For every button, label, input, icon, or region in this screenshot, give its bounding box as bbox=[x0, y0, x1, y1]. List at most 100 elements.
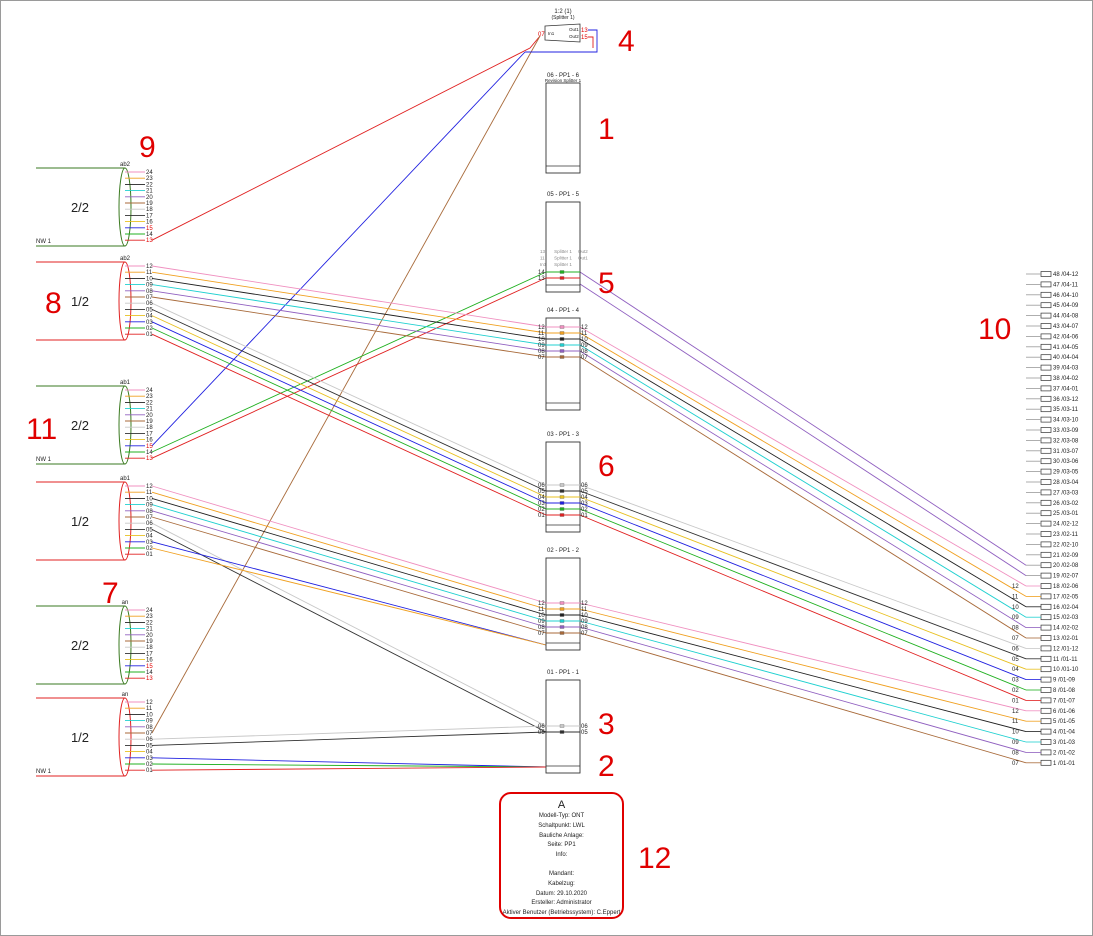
output-label: 36 /03-12 bbox=[1053, 397, 1079, 403]
panel-port-right: 01 bbox=[581, 513, 588, 519]
wire-p2-out bbox=[579, 614, 1027, 733]
panel-port-left: 04 bbox=[538, 495, 545, 501]
wire-p2-out bbox=[579, 632, 1027, 764]
output-label: 25 /03-01 bbox=[1053, 511, 1079, 517]
panel-port-right: 12 bbox=[581, 325, 588, 331]
wire-p4-out bbox=[579, 356, 1027, 639]
output-connector-icon bbox=[1040, 593, 1052, 600]
fiber-label: 02 bbox=[146, 546, 153, 552]
fiber-label: 05 bbox=[146, 527, 153, 533]
fiber-label: 12 bbox=[146, 484, 153, 490]
output-fiber-label: 11 bbox=[1012, 719, 1019, 725]
fiber-label: 15 bbox=[146, 444, 153, 450]
fiber-label: 08 bbox=[146, 289, 153, 295]
output-port: 48 /04-12 bbox=[1026, 271, 1079, 278]
fiber-label: 21 bbox=[146, 627, 153, 633]
wire-p4-out bbox=[579, 326, 1027, 587]
wire-c4-p2b bbox=[151, 547, 547, 646]
panel-port-left: 12 bbox=[538, 325, 545, 331]
output-label: 46 /04-10 bbox=[1053, 293, 1079, 299]
cable-end-cap bbox=[118, 605, 132, 685]
fiber-label: 07 bbox=[146, 515, 153, 521]
output-fiber-label: 08 bbox=[1012, 626, 1019, 632]
output-connector-icon bbox=[1040, 551, 1052, 558]
output-port: 22 /02-10 bbox=[1026, 541, 1079, 548]
panel-port-marker bbox=[559, 270, 565, 274]
info-box-line: Ersteller: Administrator bbox=[531, 900, 592, 907]
output-label: 30 /03-06 bbox=[1053, 459, 1079, 465]
output-port: 23 /02-11 bbox=[1026, 531, 1079, 538]
panel-splitter-row-right: Out1 bbox=[578, 256, 588, 261]
cable-nw-label: NW 1 bbox=[36, 239, 52, 245]
output-label: 34 /03-10 bbox=[1053, 418, 1079, 424]
panel-port-marker bbox=[559, 724, 565, 728]
panel-title: 01 - PP1 - 1 bbox=[547, 670, 580, 676]
fiber-label: 10 bbox=[146, 496, 153, 502]
panel-splitter-row-mid: Splitter 1 bbox=[554, 256, 572, 261]
output-connector-icon bbox=[1040, 510, 1052, 517]
fiber-label: 23 bbox=[146, 176, 153, 182]
output-connector-icon bbox=[1040, 676, 1052, 683]
output-label: 23 /02-11 bbox=[1053, 532, 1079, 538]
output-connector-icon bbox=[1040, 312, 1052, 319]
output-label: 15 /02-03 bbox=[1053, 615, 1079, 621]
info-box-line: Seite: PP1 bbox=[547, 842, 576, 849]
output-port: 42 /04-06 bbox=[1026, 333, 1079, 340]
info-box-gap bbox=[501, 861, 622, 870]
panel-port-marker bbox=[559, 619, 565, 623]
wire-c2-p4 bbox=[151, 271, 547, 334]
output-connector-icon bbox=[1040, 395, 1052, 402]
output-label: 41 /04-05 bbox=[1053, 345, 1079, 351]
panel-title: 04 - PP1 - 4 bbox=[547, 308, 580, 314]
wire-p3-out bbox=[579, 508, 1027, 691]
fiber-label: 06 bbox=[146, 737, 153, 743]
fiber-label: 09 bbox=[146, 283, 153, 289]
wire-c2-p4 bbox=[151, 277, 547, 340]
panel-port-marker bbox=[559, 495, 565, 499]
panel-port-right: 12 bbox=[581, 601, 588, 607]
panel-port-marker bbox=[559, 483, 565, 487]
wire-p4-out bbox=[579, 350, 1027, 628]
panel-port-marker bbox=[559, 337, 565, 341]
output-connector-icon bbox=[1040, 406, 1052, 413]
splitter-out-loop bbox=[588, 36, 594, 48]
output-label: 39 /04-03 bbox=[1053, 366, 1079, 372]
cable-nw-label: NW 1 bbox=[36, 769, 52, 775]
output-port: 47 /04-11 bbox=[1026, 281, 1079, 288]
panel-port-left: 12 bbox=[538, 601, 545, 607]
cable-body bbox=[36, 385, 125, 465]
output-connector-icon bbox=[1040, 583, 1052, 589]
fiber-label: 17 bbox=[146, 431, 153, 437]
panel-port-marker bbox=[559, 507, 565, 511]
fiber-label: 07 bbox=[146, 295, 153, 301]
wire-p2-out bbox=[579, 602, 1027, 712]
wire-p3-out bbox=[579, 490, 1027, 660]
output-connector-icon bbox=[1040, 562, 1052, 569]
output-connector-icon bbox=[1040, 666, 1052, 673]
output-label: 29 /03-05 bbox=[1053, 470, 1079, 476]
panel-splitter-row-mid: Splitter 1 bbox=[554, 249, 572, 254]
panel-port-left: 01 bbox=[538, 513, 545, 519]
output-port: 44 /04-08 bbox=[1026, 312, 1079, 320]
wire-c4-p2 bbox=[151, 485, 547, 604]
wire-c4-p2b bbox=[151, 541, 547, 646]
panel-splitter-row-left: 11 bbox=[540, 256, 545, 261]
annotation-number: 6 bbox=[598, 450, 615, 483]
wire-c4-p1 bbox=[151, 522, 547, 727]
output-label: 28 /03-04 bbox=[1053, 480, 1079, 486]
panel-port-marker bbox=[559, 513, 565, 517]
fiber-label: 11 bbox=[146, 270, 153, 276]
output-port: 21 /02-09 bbox=[1026, 551, 1079, 559]
wire-c2-p4 bbox=[151, 296, 547, 358]
panel-port-left: 07 bbox=[538, 631, 545, 637]
wire-c2-p3 bbox=[151, 327, 547, 510]
panel-port-left: 13 bbox=[538, 276, 545, 282]
panel-port-left: 14 bbox=[538, 270, 545, 276]
panel-port-left: 06 bbox=[538, 724, 545, 730]
info-box-line: Bauliche Anlage: bbox=[539, 832, 584, 839]
